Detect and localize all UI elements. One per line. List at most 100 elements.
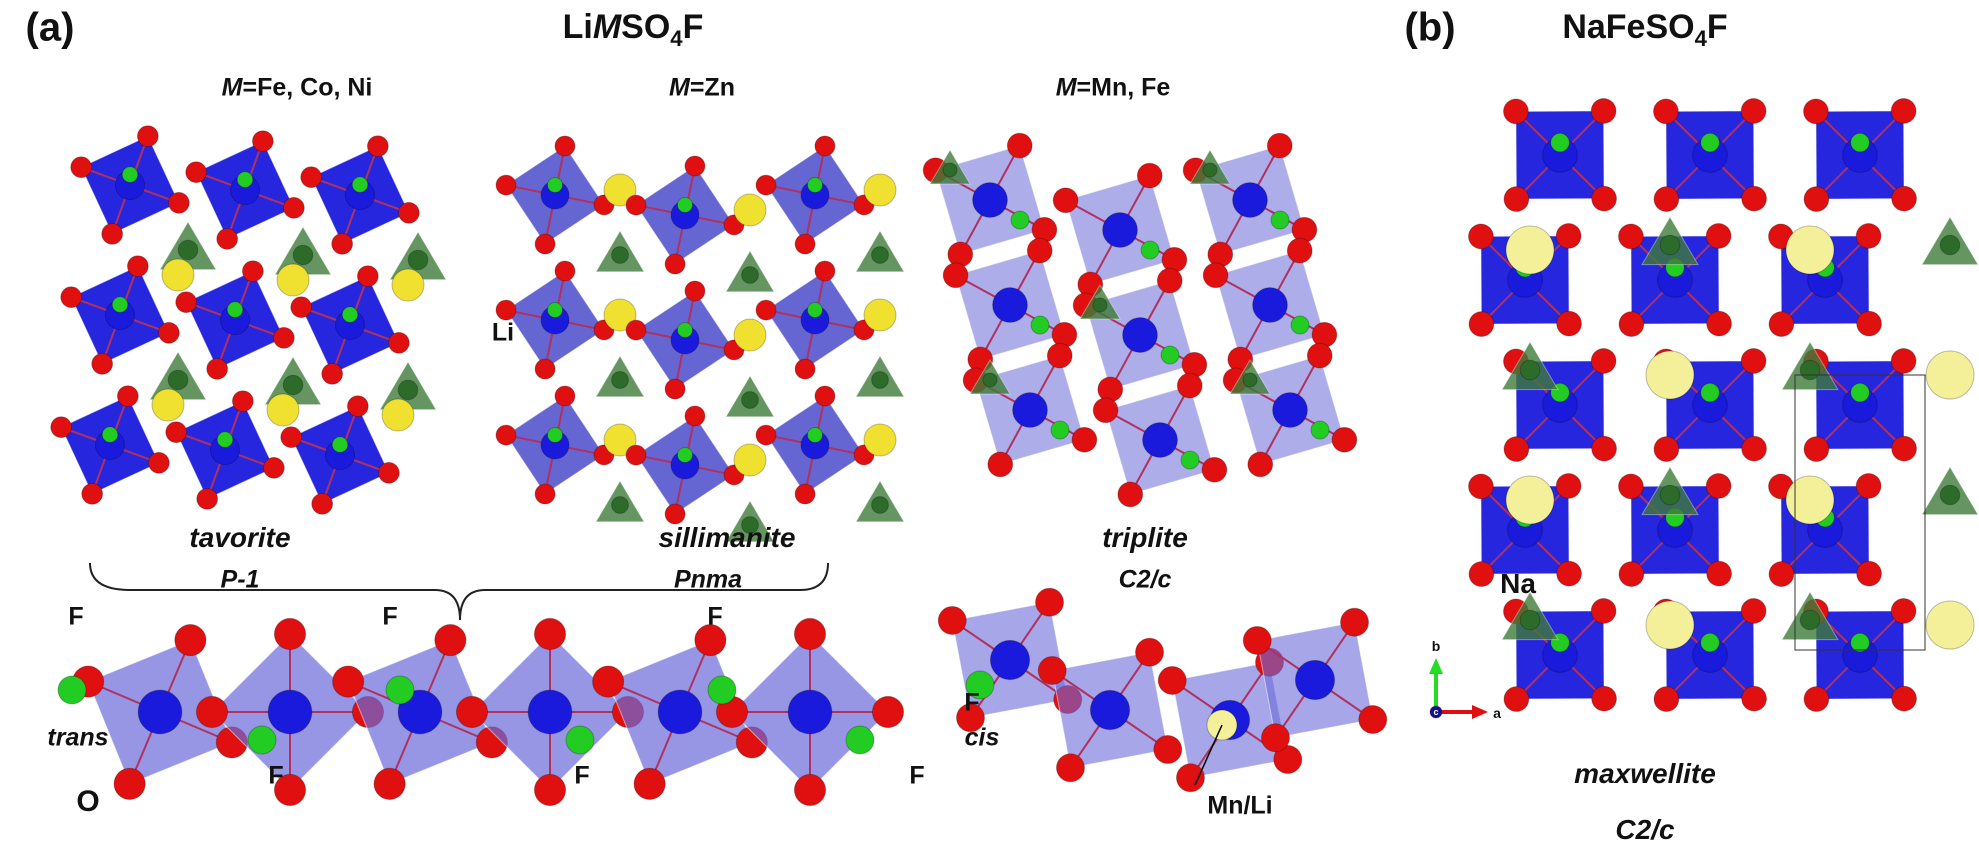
oxygen-atom xyxy=(1136,162,1163,189)
oxygen-atom xyxy=(625,194,647,216)
sulfur-atom xyxy=(611,496,629,514)
lithium-atom xyxy=(266,393,300,427)
fluorine-atom xyxy=(547,302,563,318)
oxygen-atom xyxy=(633,767,666,800)
label-mn-li: Mn/Li xyxy=(1207,791,1273,820)
oxygen-atom xyxy=(167,191,190,214)
sulfur-atom xyxy=(741,516,759,534)
oxygen-atom xyxy=(91,352,114,375)
fluorine-atom xyxy=(1010,210,1030,230)
lithium-atom xyxy=(863,298,897,332)
oxygen-atom xyxy=(793,773,827,807)
fluorine-atom xyxy=(677,197,693,213)
sodium-atom xyxy=(1505,225,1555,275)
oxygen-atom xyxy=(1768,561,1795,587)
oxygen-atom xyxy=(373,767,406,800)
sulfur-atom xyxy=(1659,484,1681,506)
oxygen-atom xyxy=(794,483,816,505)
panel-a-title: LiMSO4F xyxy=(562,8,704,51)
panel-a-label: (a) xyxy=(25,5,75,50)
oxygen-atom xyxy=(1855,473,1882,499)
composition-tavorite: M=Fe, Co, Ni xyxy=(221,73,373,102)
oxygen-atom xyxy=(1306,342,1333,369)
oxygen-atom xyxy=(280,426,303,449)
oxygen-atom xyxy=(195,695,229,729)
oxygen-atom xyxy=(165,421,188,444)
sulfur-atom xyxy=(871,246,889,264)
oxygen-atom xyxy=(554,135,576,157)
atom-label-f: F xyxy=(268,761,284,790)
oxygen-atom xyxy=(1803,98,1829,125)
brace xyxy=(89,562,829,621)
composition-triplite: M=Mn, Fe xyxy=(1055,73,1171,102)
oxygen-atom xyxy=(1176,372,1203,399)
fluorine-atom xyxy=(565,725,595,755)
oxygen-atom xyxy=(1618,311,1645,337)
sulfur-atom xyxy=(611,246,629,264)
oxygen-atom xyxy=(664,503,686,525)
oxygen-atom xyxy=(684,155,706,177)
oxygen-atom xyxy=(664,253,686,275)
oxygen-atom xyxy=(196,487,219,510)
oxygen-atom xyxy=(1705,223,1732,249)
sulfur-atom xyxy=(397,379,419,401)
metal-atom xyxy=(137,689,183,735)
sulfur-atom xyxy=(1799,609,1821,631)
atom-label-f: F xyxy=(382,602,398,631)
lithium-atom xyxy=(603,298,637,332)
fluorine-atom xyxy=(121,166,139,183)
metal-atom xyxy=(1252,287,1288,323)
oxygen-atom xyxy=(955,703,985,733)
fluorine-atom xyxy=(677,447,693,463)
oxygen-atom xyxy=(1555,473,1582,499)
sulfur-atom xyxy=(982,372,998,388)
lithium-atom xyxy=(603,173,637,207)
fluorine-atom xyxy=(247,725,277,755)
oxygen-atom xyxy=(1590,348,1617,374)
oxygen-atom xyxy=(793,617,827,651)
oxygen-atom xyxy=(273,773,307,807)
oxygen-atom xyxy=(625,444,647,466)
fluorine-atom xyxy=(1850,382,1870,403)
sulfur-atom xyxy=(1799,359,1821,381)
sodium-atom xyxy=(1925,600,1975,650)
sulfur-atom xyxy=(1659,234,1681,256)
oxygen-atom xyxy=(70,156,93,179)
space-group-sillimanite: Pnma xyxy=(673,565,743,594)
fluorine-atom xyxy=(845,725,875,755)
lithium-atom xyxy=(603,423,637,457)
oxygen-atom xyxy=(300,166,323,189)
fluorine-atom xyxy=(226,301,244,318)
space-group-maxwellite: C2/c xyxy=(1615,814,1675,845)
oxygen-atom xyxy=(814,385,836,407)
label-trans: trans xyxy=(47,723,109,752)
oxygen-atom xyxy=(1273,745,1303,775)
oxygen-atom xyxy=(1740,598,1767,624)
fluorine-atom xyxy=(1850,632,1870,653)
oxygen-atom xyxy=(534,233,556,255)
oxygen-atom xyxy=(1468,473,1494,500)
axis-a-arrowhead xyxy=(1472,705,1488,719)
oxygen-atom xyxy=(814,260,836,282)
oxygen-atom xyxy=(1358,705,1388,735)
oxygen-atom xyxy=(794,233,816,255)
sodium-atom xyxy=(1645,600,1695,650)
oxygen-atom xyxy=(206,357,229,380)
oxygen-atom xyxy=(262,456,285,479)
lithium-atom xyxy=(151,388,185,422)
panel-b-label: (b) xyxy=(1404,5,1456,50)
oxygen-atom xyxy=(397,201,420,224)
oxygen-atom xyxy=(311,492,334,515)
oxygen-atom xyxy=(1706,310,1732,337)
metal-atom xyxy=(527,689,573,735)
metal-atom xyxy=(1012,392,1048,428)
oxygen-atom xyxy=(1618,561,1645,587)
oxygen-atom xyxy=(273,617,307,651)
lithium-atom xyxy=(733,443,767,477)
sulfur-atom xyxy=(942,162,958,178)
oxygen-atom xyxy=(1768,311,1795,337)
oxygen-atom xyxy=(366,135,389,158)
metal-atom xyxy=(1122,317,1158,353)
metal-atom xyxy=(1232,182,1268,218)
fluorine-atom xyxy=(1700,632,1720,653)
